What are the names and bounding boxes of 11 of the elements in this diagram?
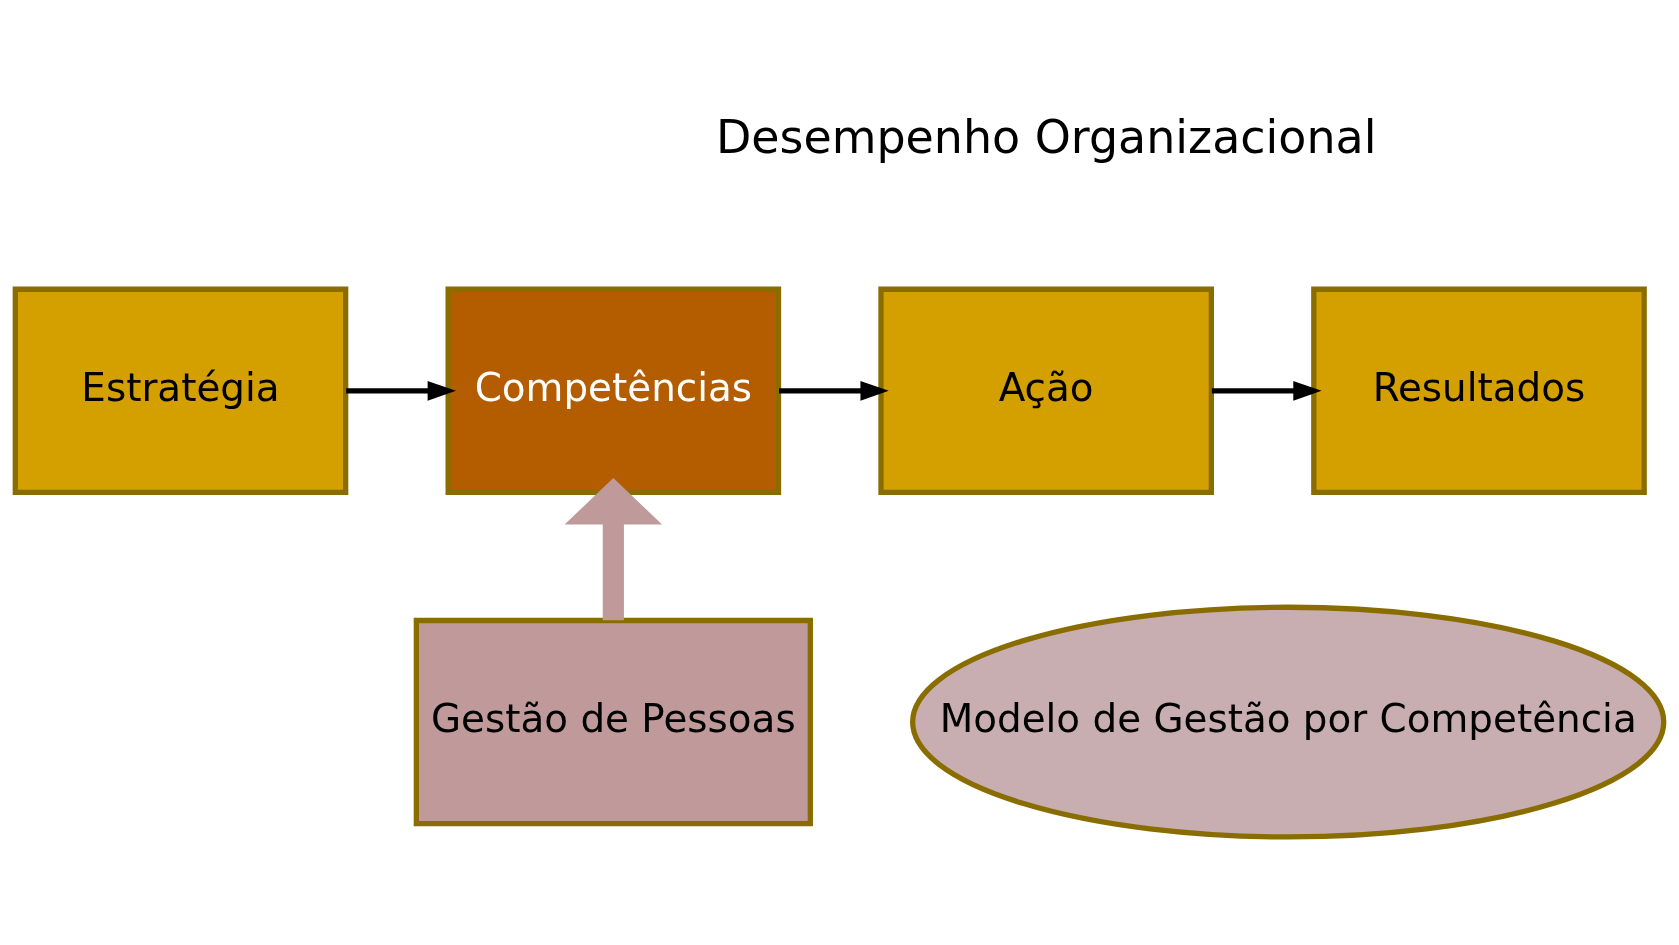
node-box: Ação [878, 286, 1214, 495]
arrow [346, 380, 456, 401]
node-box: Resultados [1311, 286, 1647, 495]
node-ellipse: Modelo de Gestão por Competência [910, 604, 1667, 840]
label: Desempenho Organizacional [715, 109, 1377, 164]
node-box: Gestão de Pessoas [413, 617, 813, 826]
arrow [779, 380, 889, 401]
node-box: Estratégia [12, 286, 349, 495]
arrow [564, 477, 663, 620]
node-box: Competências [445, 286, 782, 495]
arrow [1211, 380, 1322, 401]
